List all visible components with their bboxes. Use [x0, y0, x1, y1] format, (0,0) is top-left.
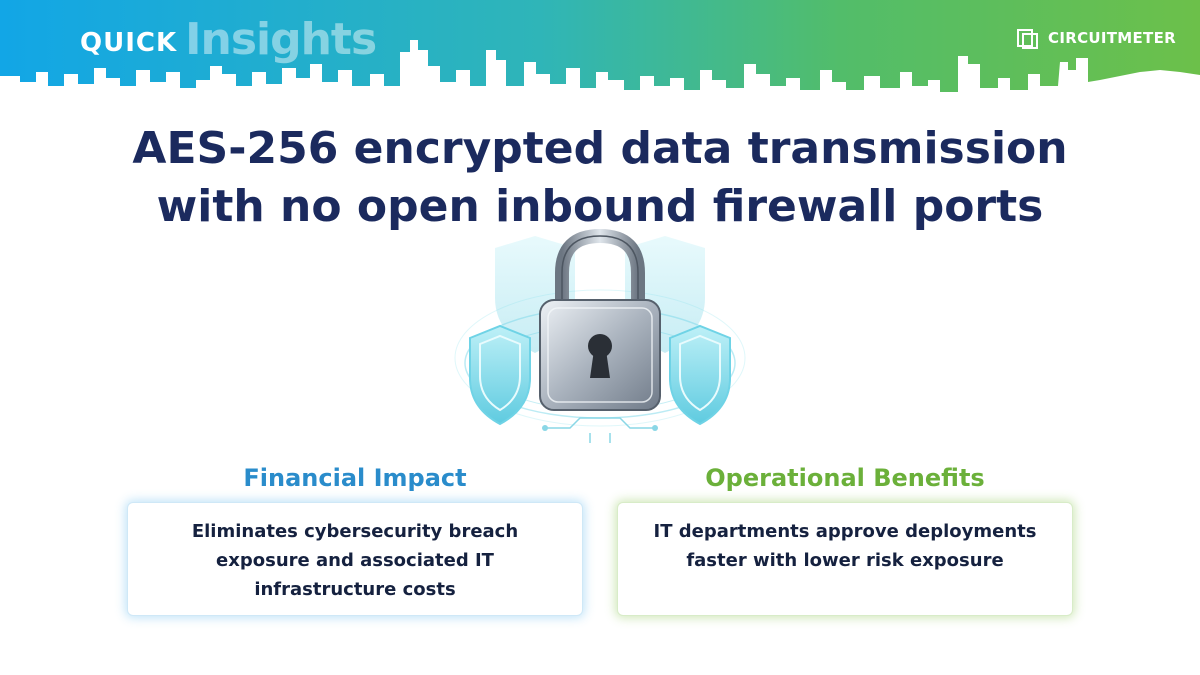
brand-insights-text: Insights: [185, 14, 377, 65]
financial-impact-title: Financial Impact: [243, 464, 467, 492]
financial-impact-section: Financial Impact Eliminates cybersecurit…: [127, 460, 583, 616]
page-title: AES-256 encrypted data transmission with…: [0, 120, 1200, 236]
headline-line-2: with no open inbound firewall ports: [156, 181, 1044, 232]
circuitmeter-logo-icon: [1017, 29, 1039, 49]
quick-insights-brand: QUICK Insights: [80, 8, 377, 68]
operational-benefits-card: IT departments approve deployments faste…: [617, 502, 1073, 616]
operational-benefits-line-2: faster with lower risk exposure: [686, 550, 1004, 571]
brand-quick-text: QUICK: [80, 28, 178, 58]
operational-benefits-title: Operational Benefits: [705, 464, 985, 492]
logo-text: CIRCUITMETER: [1048, 29, 1176, 47]
financial-impact-line-3: infrastructure costs: [254, 579, 456, 600]
financial-impact-line-2: exposure and associated IT: [216, 550, 494, 571]
operational-benefits-line-1: IT departments approve deployments: [653, 521, 1037, 542]
padlock-with-shields-icon: [454, 228, 746, 443]
skyline-banner: [0, 0, 1200, 92]
circuitmeter-logo: CIRCUITMETER: [1016, 26, 1176, 50]
headline-line-1: AES-256 encrypted data transmission: [132, 123, 1068, 174]
financial-impact-card: Eliminates cybersecurity breach exposure…: [127, 502, 583, 616]
operational-benefits-section: Operational Benefits IT departments appr…: [617, 460, 1073, 616]
header-banner: [0, 0, 1200, 110]
financial-impact-line-1: Eliminates cybersecurity breach: [191, 521, 519, 542]
